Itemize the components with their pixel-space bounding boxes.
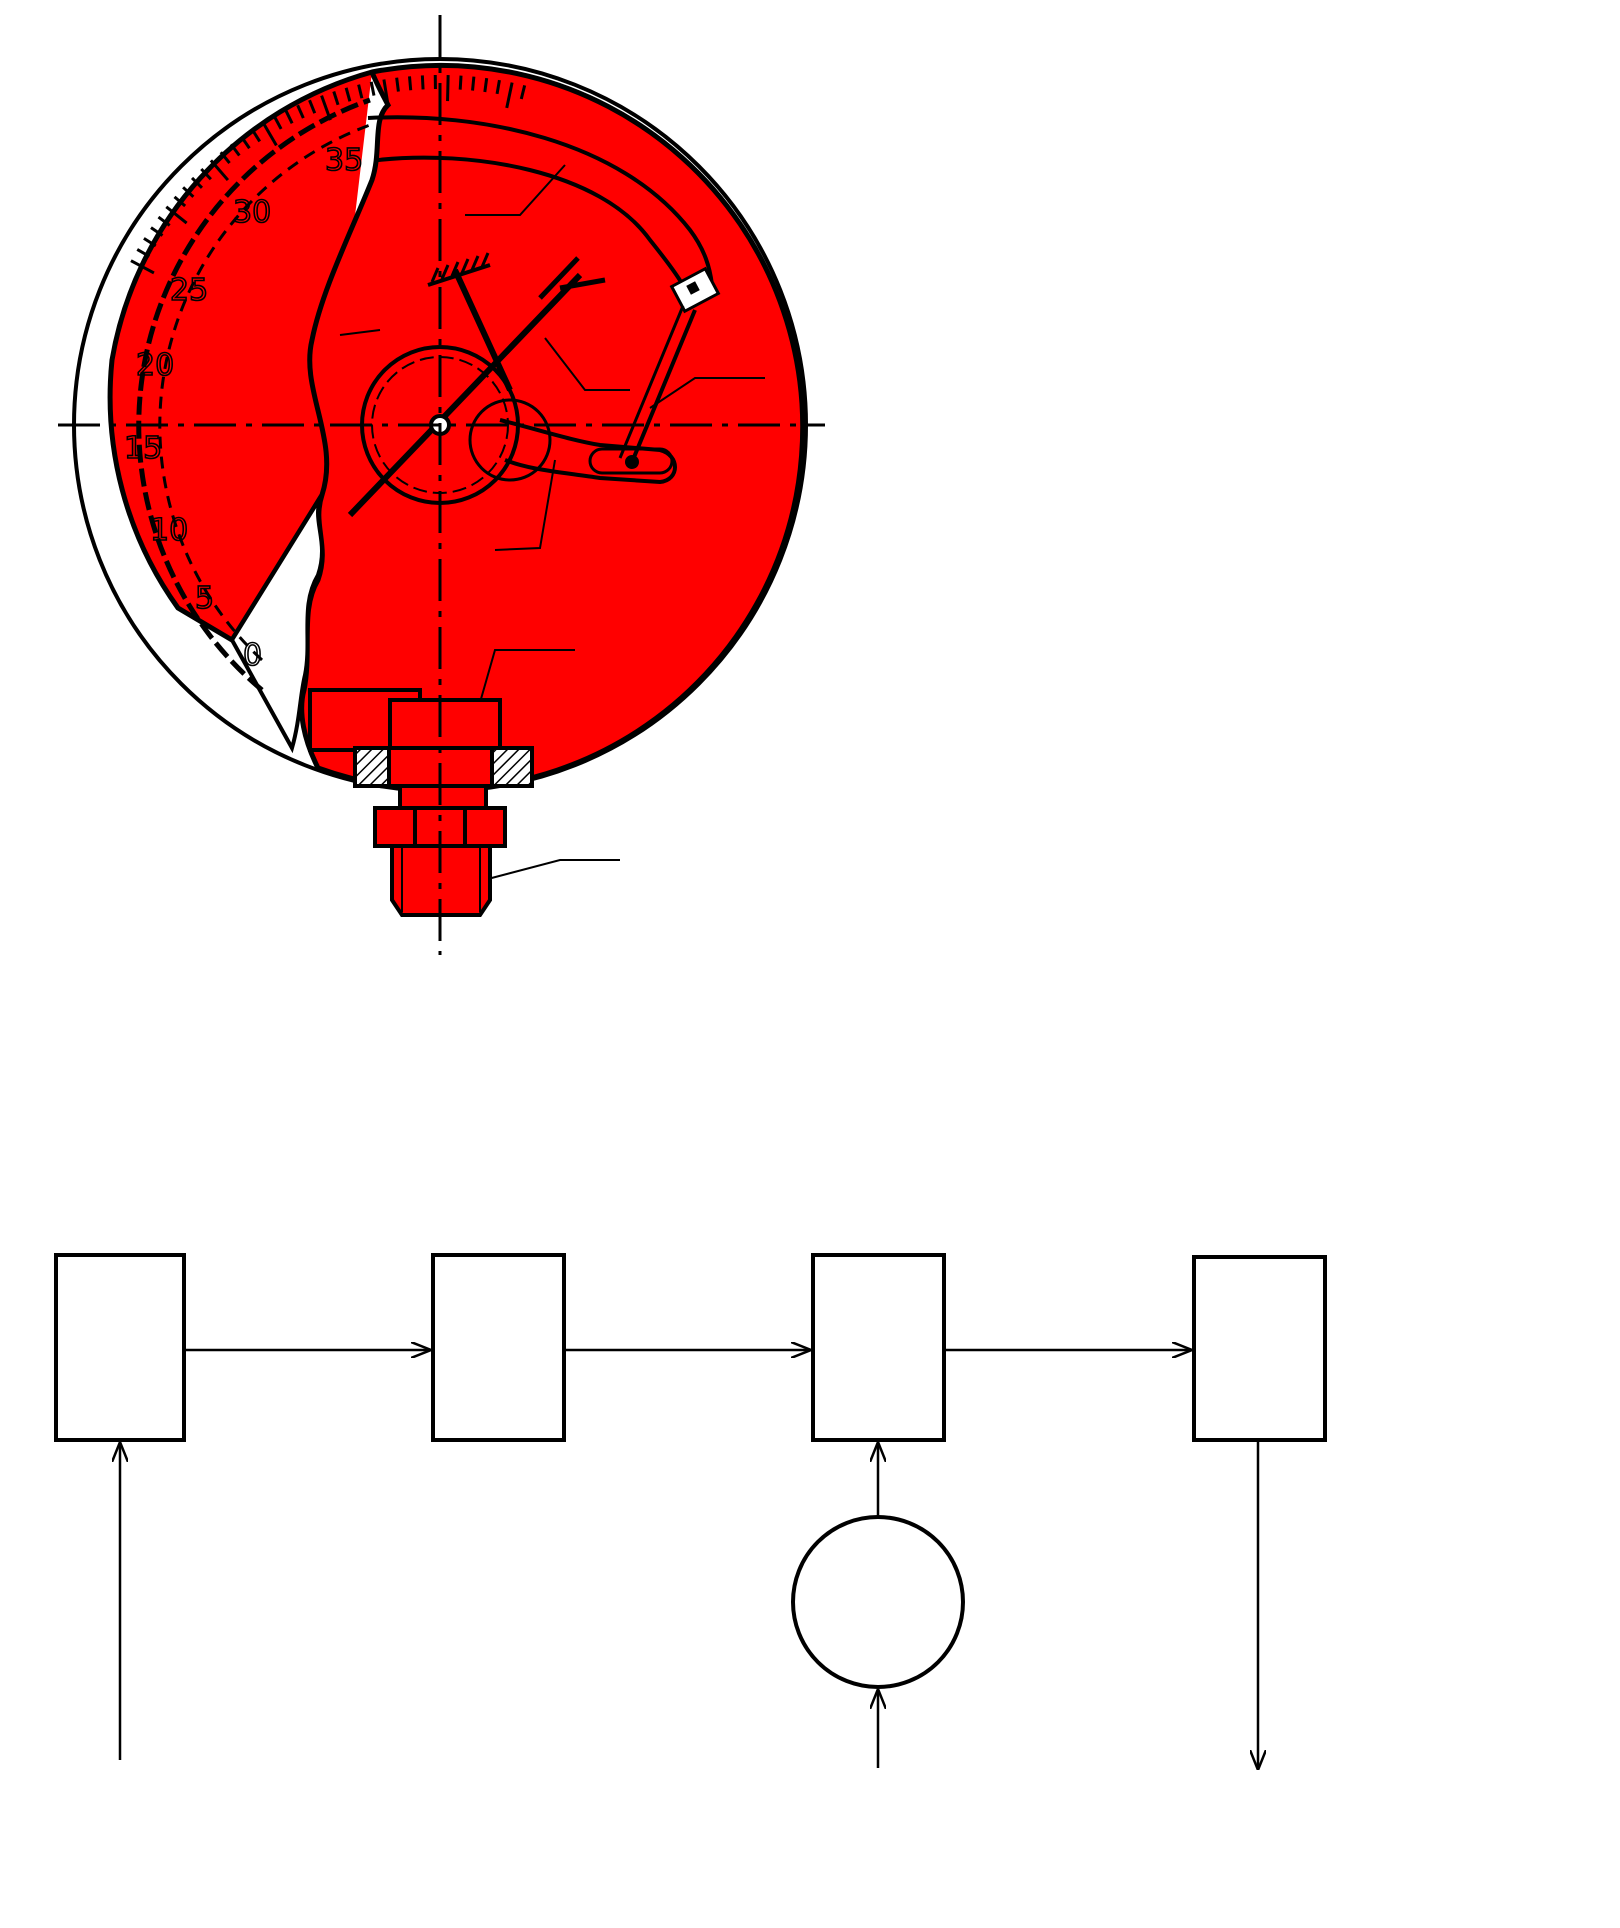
scale-label-5: 5 [195, 581, 214, 616]
gear-arc-small [468, 398, 552, 482]
dial-tick [495, 79, 501, 95]
dial-tick [382, 79, 390, 106]
dial-tick [284, 110, 294, 124]
spring-anchor-hatch [430, 252, 490, 283]
dial-tick [344, 87, 352, 102]
dial-tick [273, 115, 283, 130]
pressure-gauge: 0 5 10 15 20 25 30 35 [58, 15, 825, 955]
dial-scale-arc-outer [136, 97, 371, 692]
dial-tick [229, 143, 241, 157]
dial-tick [136, 248, 151, 258]
dial-tick [143, 237, 157, 248]
connecting-link [630, 309, 697, 463]
scale-label-10: 10 [150, 513, 188, 548]
scale-label-0: 0 [243, 638, 262, 673]
leader-lines [339, 164, 765, 886]
scale-label-30: 30 [233, 195, 271, 230]
scale-label-35: 35 [325, 143, 363, 178]
scale-label-20: 20 [136, 348, 174, 383]
dial-tick [261, 122, 278, 147]
hex-nut [373, 806, 507, 848]
tube-tip [669, 266, 721, 314]
dial-tick [369, 81, 376, 96]
scale-label-25: 25 [170, 273, 208, 308]
dial-tick [240, 135, 251, 150]
dial-tick [296, 104, 305, 119]
block-4 [1192, 1255, 1327, 1442]
sector-lever [499, 418, 677, 485]
bourdon-tube-inner [367, 115, 714, 286]
dial-scale-arc-inner [158, 123, 371, 662]
dial-tick [190, 176, 204, 189]
dial-tick [219, 151, 231, 165]
lever-slot [588, 447, 674, 475]
dial-tick [150, 226, 164, 237]
dial-scale-labels: 0 5 10 15 20 25 30 35 [123, 142, 364, 674]
block-diagram [54, 1253, 1327, 1768]
dial-tick [165, 205, 188, 225]
dial-tick [182, 186, 195, 198]
dial-tick [471, 76, 476, 91]
dial-tick [408, 76, 413, 91]
dial-tick [505, 82, 514, 109]
dial-tick [420, 75, 425, 90]
dial-tick [308, 99, 317, 114]
dial-tick [173, 195, 187, 208]
threaded-stem [390, 844, 492, 917]
dial-tick [200, 168, 212, 181]
gauge-socket [308, 688, 534, 917]
dial-tick [395, 77, 400, 92]
gauge-pointer [347, 272, 583, 518]
block-1 [54, 1253, 186, 1442]
scale-label-15: 15 [124, 431, 162, 466]
dial-tick [458, 75, 463, 90]
block-2 [431, 1253, 566, 1442]
dial-tick [446, 75, 450, 102]
dial-tick [519, 85, 527, 100]
dial-tick [209, 159, 230, 182]
dial-tick [157, 215, 171, 227]
dial-tick [130, 259, 155, 275]
input-circle [791, 1515, 965, 1689]
dial-tick-marks [130, 75, 527, 275]
dial-tick [332, 91, 340, 106]
bourdon-tube [377, 155, 692, 301]
gasket-right [490, 746, 534, 788]
hairspring [452, 268, 513, 392]
gasket-left [353, 746, 391, 788]
dial-tick [250, 128, 262, 143]
center-lines [58, 15, 825, 955]
block-3 [811, 1253, 946, 1442]
dial-tick [483, 77, 489, 93]
dial-tick [357, 84, 364, 99]
dial-cutout [229, 493, 324, 754]
dial-tick [320, 95, 332, 121]
